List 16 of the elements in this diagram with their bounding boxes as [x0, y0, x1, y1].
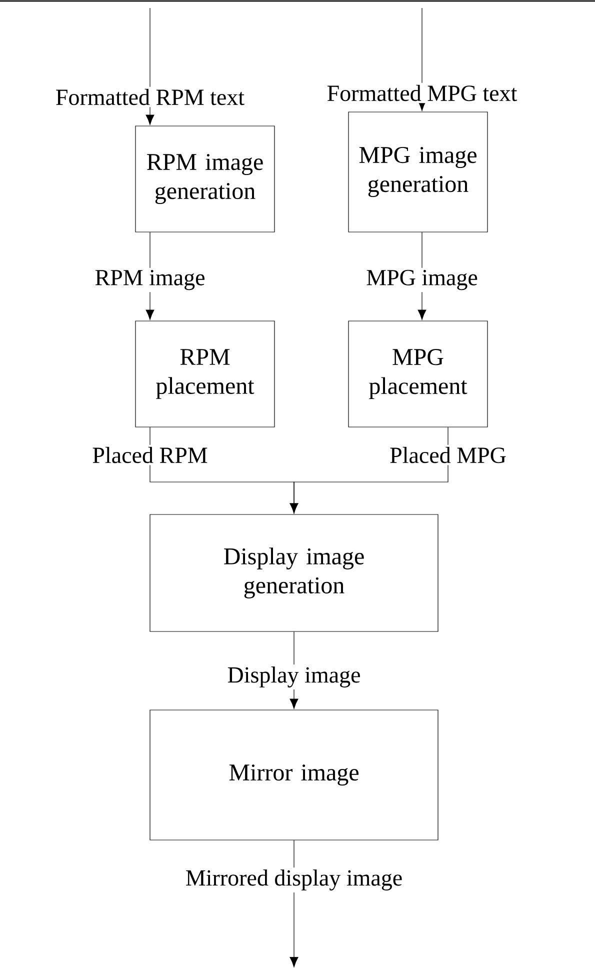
arrow [146, 8, 154, 125]
arrow [290, 427, 448, 514]
edge-label: Mirrored display image [183, 868, 405, 892]
process-box: RPM image generation [135, 126, 275, 232]
process-box: MPG placement [348, 320, 488, 428]
edge-label: Display image [225, 664, 363, 690]
process-box: RPM placement [135, 320, 275, 428]
edge-label: Formatted RPM text [53, 86, 247, 108]
edge-label: Placed MPG [388, 444, 508, 466]
process-box: MPG image generation [348, 112, 488, 232]
edge-label: Placed RPM [90, 444, 210, 466]
edge-label: MPG image [364, 268, 480, 292]
edge-label: RPM image [92, 268, 208, 292]
process-box: Mirror image [150, 710, 438, 840]
edge-label: Formatted MPG text [324, 82, 520, 104]
process-box: Display image generation [150, 514, 438, 632]
